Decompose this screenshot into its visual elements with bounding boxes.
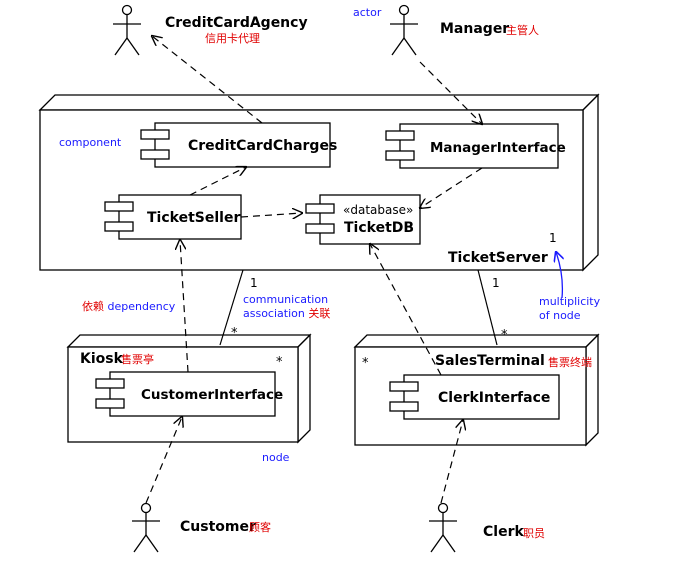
dependency-seller-to-charges bbox=[189, 167, 246, 196]
multiplicity-server-kiosk: 1 bbox=[250, 276, 258, 290]
association-server-terminal bbox=[477, 269, 498, 346]
component-label-credit-card-charges: CreditCardCharges bbox=[188, 138, 337, 154]
dependency-manager-to-db bbox=[420, 167, 483, 208]
node-note-sales-terminal: 售票终端 bbox=[548, 355, 592, 369]
dependency-customer-to-ui bbox=[145, 417, 182, 504]
node-label-kiosk: Kiosk bbox=[80, 351, 124, 367]
actor-label-customer: Customer bbox=[180, 519, 256, 535]
multiplicity-terminal-server: * bbox=[501, 328, 508, 343]
multiplicity-server-terminal: 1 bbox=[492, 276, 500, 290]
component-clerk-interface bbox=[389, 374, 560, 420]
actor-note-credit-card-agency: 信用卡代理 bbox=[205, 32, 260, 45]
multiplicity-kiosk-server: * bbox=[231, 326, 238, 341]
component-label-clerk-interface: ClerkInterface bbox=[438, 390, 550, 406]
component-customer-interface bbox=[95, 371, 276, 417]
actor-note-manager: 主管人 bbox=[506, 23, 539, 37]
actor-note-clerk: 职员 bbox=[523, 527, 545, 540]
multiplicity-terminal-corner: * bbox=[362, 356, 369, 371]
association-server-kiosk bbox=[219, 269, 244, 346]
node-note-kiosk: 售票亭 bbox=[121, 352, 154, 366]
annotation-multiplicity-line2: of node bbox=[539, 309, 581, 322]
component-label-ticket-seller: TicketSeller bbox=[147, 210, 240, 226]
actor-label-clerk: Clerk bbox=[483, 524, 524, 540]
actor-manager-figure bbox=[390, 4, 418, 56]
actor-customer-figure bbox=[132, 502, 160, 553]
multiplicity-server-right: 1 bbox=[549, 231, 557, 245]
annotation-communication-line1: communication bbox=[243, 293, 328, 306]
component-stereotype-ticket-db: «database» bbox=[343, 203, 413, 217]
node-label-sales-terminal: SalesTerminal bbox=[435, 353, 545, 369]
annotation-node: node bbox=[262, 451, 290, 464]
dependency-clerk-to-ui bbox=[440, 420, 463, 504]
dependency-customer-ui-to-seller bbox=[180, 240, 189, 373]
actor-label-manager: Manager bbox=[440, 21, 509, 37]
component-label-ticket-db: TicketDB bbox=[344, 220, 414, 236]
component-ticket-db bbox=[305, 194, 421, 245]
actor-note-customer: 顾客 bbox=[249, 520, 271, 534]
actor-label-credit-card-agency: CreditCardAgency bbox=[165, 15, 308, 31]
component-label-manager-interface: ManagerInterface bbox=[430, 140, 566, 156]
actor-credit-card-agency-figure bbox=[113, 4, 141, 56]
annotation-dependency: 依赖 dependency bbox=[82, 300, 176, 313]
dependency-clerk-ui-to-db bbox=[370, 244, 442, 376]
component-credit-card-charges bbox=[140, 122, 331, 168]
annotation-component: component bbox=[59, 136, 122, 149]
component-label-customer-interface: CustomerInterface bbox=[141, 387, 283, 403]
annotation-communication-line2: association 关联 bbox=[243, 306, 330, 320]
dependency-manager-to-interface bbox=[419, 61, 482, 124]
multiplicity-kiosk-corner: * bbox=[276, 355, 283, 370]
annotation-actor: actor bbox=[353, 6, 382, 19]
actor-clerk-figure bbox=[429, 502, 457, 553]
node-ticket-server bbox=[38, 93, 600, 272]
component-manager-interface bbox=[385, 123, 559, 169]
node-label-ticket-server: TicketServer bbox=[448, 250, 548, 266]
dependency-seller-to-db bbox=[240, 213, 302, 217]
annotation-multiplicity-line1: multiplicity bbox=[539, 295, 601, 308]
multiplicity-pointer-arrow bbox=[556, 252, 562, 299]
component-ticket-seller bbox=[104, 194, 242, 240]
